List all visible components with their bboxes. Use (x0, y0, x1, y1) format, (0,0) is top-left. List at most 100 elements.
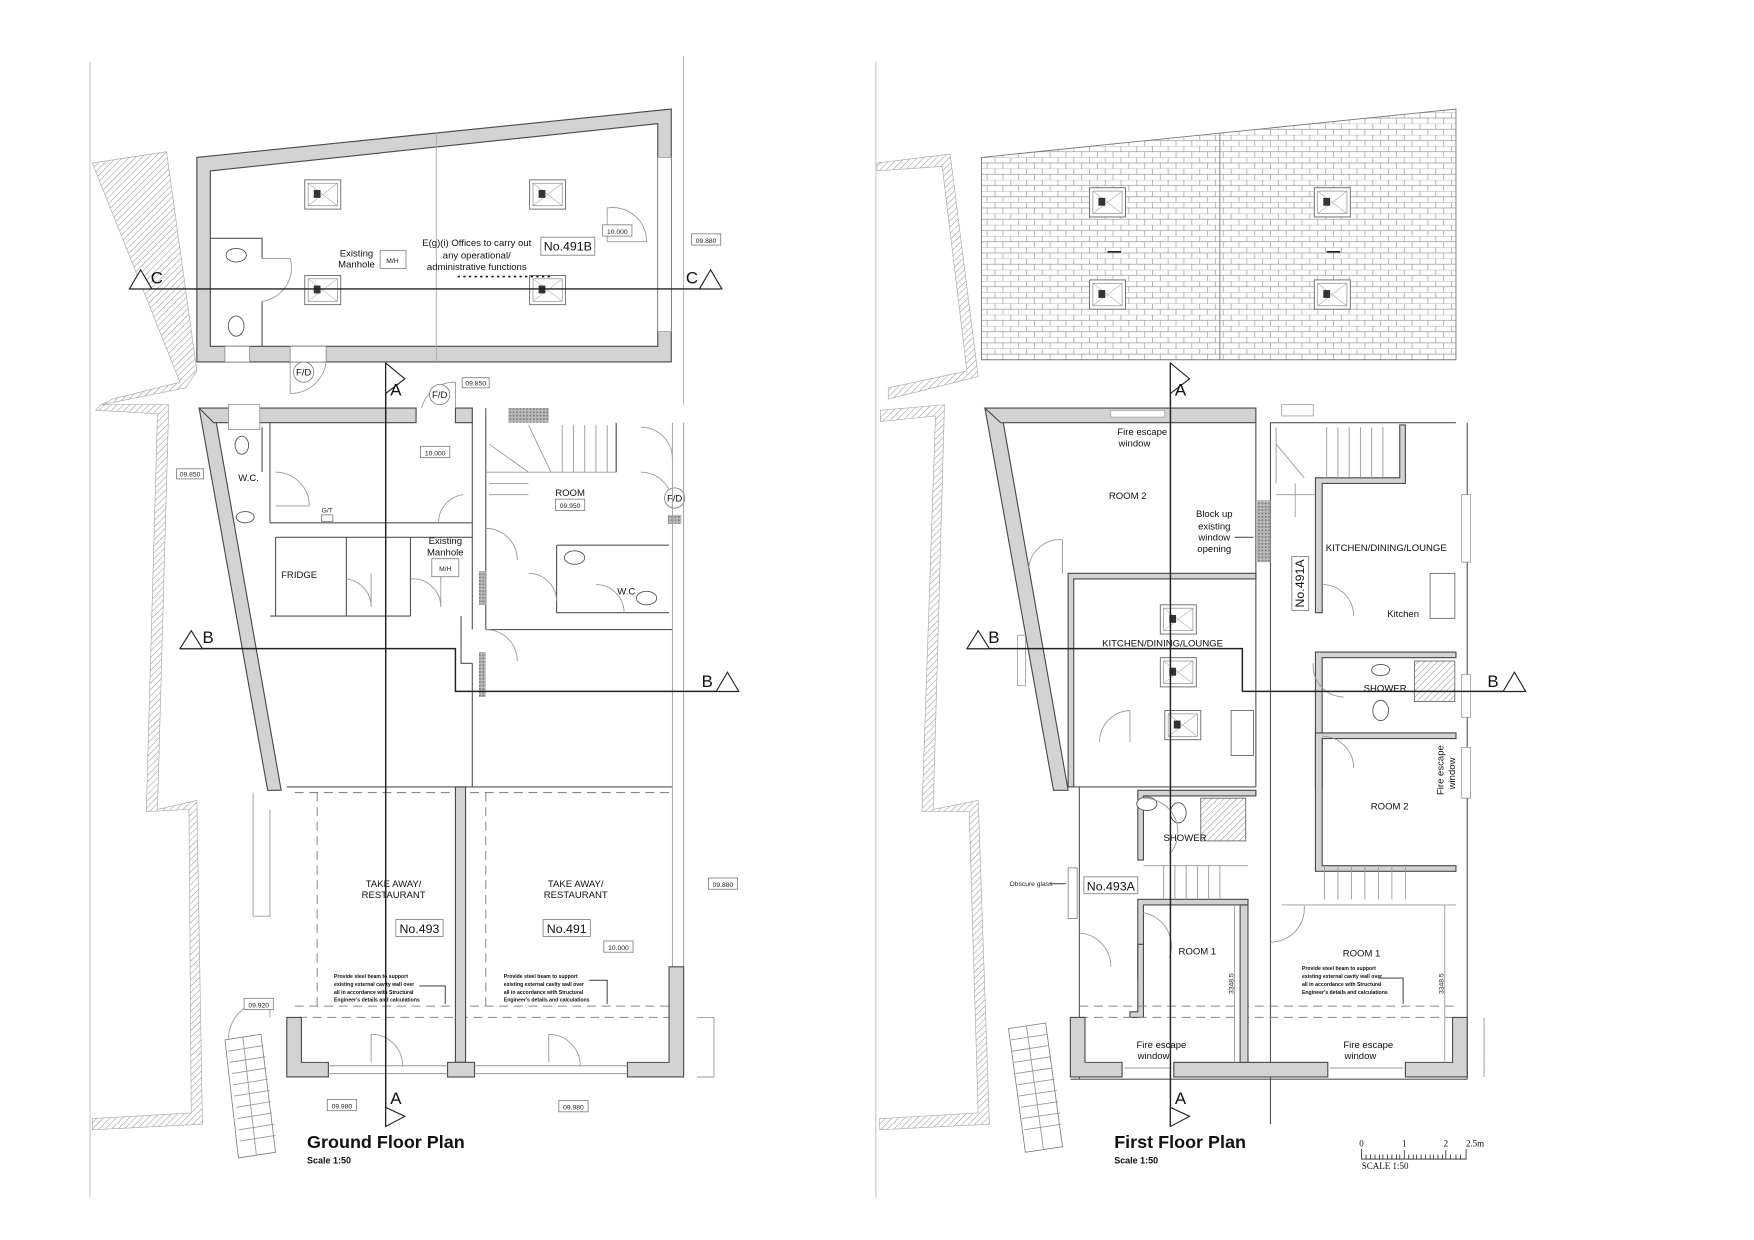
manhole-tag: M/H (439, 566, 451, 573)
room-label-room2: ROOM 2 (1371, 801, 1409, 812)
internal-walls (269, 408, 673, 664)
door-swing (606, 207, 647, 243)
beam-dashed-lines (1079, 1005, 1456, 1018)
level-box (555, 498, 586, 511)
office-wc-partition (210, 237, 263, 347)
unit-number-box (542, 919, 591, 937)
section-marker-b-right (715, 671, 740, 692)
unit-number-box (1291, 556, 1310, 611)
level-box (558, 1100, 589, 1113)
rooflight-icon (1088, 187, 1127, 218)
unit-number-491: No.491 (547, 922, 587, 936)
room-label-shower: SHOWER (1364, 683, 1407, 694)
toilet-icon (1169, 802, 1187, 824)
scale-bar-tick-label: 2.5m (1466, 1139, 1484, 1149)
room-label-fridge: FRIDGE (281, 570, 317, 581)
front-wall-pier (446, 1061, 476, 1078)
beam-note: Provide steel beam to support existing e… (1302, 966, 1404, 1004)
toilet-icon (1372, 699, 1389, 722)
door-opening (289, 345, 327, 363)
dimension-label: 3348.5 (1439, 973, 1446, 994)
manhole-label: Existing (429, 536, 462, 547)
skylight-icon (304, 274, 342, 306)
toilet-icon (234, 435, 250, 455)
roof-tiles (981, 108, 1457, 361)
manhole-box (379, 250, 407, 270)
shopfront-glazing (328, 1065, 628, 1075)
obscure-glass-label: Obscure glass (1009, 881, 1053, 888)
toilet-icon (227, 315, 245, 337)
door-swings (275, 471, 518, 662)
fire-door-label: F/D (296, 367, 311, 378)
level-label: 10.000 (608, 945, 629, 952)
blocked-opening (508, 408, 549, 423)
beam-note-line: Engineer's details and calculations (334, 998, 420, 1004)
fire-escape-label: window (1118, 438, 1151, 449)
rooflight-icon (1313, 279, 1351, 310)
grease-trap-box (321, 514, 334, 523)
section-label-b: B (1487, 672, 1498, 691)
block-up-note: opening (1197, 544, 1231, 555)
section-label-b: B (988, 628, 999, 647)
section-line-b (179, 647, 737, 693)
ff-staircase (1275, 427, 1384, 518)
basin-icon (225, 248, 247, 263)
dimension-lines (252, 792, 715, 1078)
restaurant-label: RESTAURANT (544, 890, 608, 901)
office-use-text: any operational/ (443, 251, 511, 262)
shower-tray-icon (1413, 660, 1456, 702)
ff-thin-walls (1070, 786, 1468, 1080)
scale-bar: 0 1 2 2.5m SCALE 1:50 (1359, 1139, 1484, 1171)
level-box (326, 1099, 357, 1112)
beam-note-line: all in accordance with Structural (504, 990, 584, 996)
door-swing (289, 361, 327, 394)
beam-note-line: all in accordance with Structural (1302, 982, 1382, 988)
level-box (707, 877, 738, 890)
internal-walls (261, 422, 673, 788)
entrance-door-swings (370, 1033, 581, 1066)
first-floor-plan: 3348.5 3348.5 Fire escape window ROOM 2 … (876, 108, 1527, 1171)
level-label: 10.000 (425, 450, 446, 457)
sink-icon (1429, 572, 1456, 619)
beam-note: Provide steel beam to support existing e… (334, 974, 446, 1004)
plan-scale-ground: Scale 1:50 (307, 1156, 351, 1166)
ff-front-wall-right (1404, 1016, 1468, 1078)
grease-trap-label: G/T (322, 508, 333, 515)
section-marker-a-bottom (385, 1106, 407, 1128)
level-label: 09.950 (560, 503, 581, 510)
section-marker-c-left (128, 268, 153, 290)
level-label: 09.920 (248, 1002, 269, 1009)
fire-escape-label: Fire escape (1436, 745, 1447, 795)
fire-escape-label: window (1137, 1051, 1170, 1062)
blocked-opening (667, 514, 682, 524)
level-label: 09.880 (696, 238, 717, 245)
ff-front-wall-middle (1173, 1061, 1329, 1078)
note-leader-arrow (419, 985, 446, 1004)
level-label: 10.000 (607, 229, 628, 236)
unit-number-493: No.493 (400, 922, 440, 936)
section-marker-b-right (1502, 671, 1527, 692)
beam-note-line: Provide steel beam to support (504, 974, 578, 980)
window (1461, 747, 1471, 799)
level-label: 09.980 (563, 1105, 584, 1112)
level-box (461, 377, 490, 389)
section-marker-a-top (385, 361, 406, 395)
level-label: 09.980 (332, 1103, 353, 1110)
unit-number-box (395, 919, 444, 937)
basin-icon (564, 550, 586, 565)
ff-left-wall (984, 407, 1069, 791)
unit-number-491b: No.491B (544, 240, 592, 254)
unit-number-493a: No.493A (1087, 879, 1136, 893)
ff-door-swings (1079, 797, 1305, 967)
fire-escape-label: Fire escape (1136, 1040, 1186, 1051)
front-wall-left (286, 1016, 329, 1078)
manhole-label: Manhole (427, 547, 464, 558)
plan-scale-first: Scale 1:50 (1114, 1156, 1158, 1166)
plan-title-first: First Floor Plan (1114, 1132, 1246, 1152)
room-label-kitchen-dining-lounge: KITCHEN/DINING/LOUNGE (1326, 543, 1447, 554)
office-walls (196, 108, 672, 363)
scale-bar-tick-label: 2 (1444, 1139, 1449, 1149)
level-box (603, 940, 634, 953)
section-marker-b-left (965, 629, 991, 650)
fire-door-label: F/D (667, 493, 682, 504)
